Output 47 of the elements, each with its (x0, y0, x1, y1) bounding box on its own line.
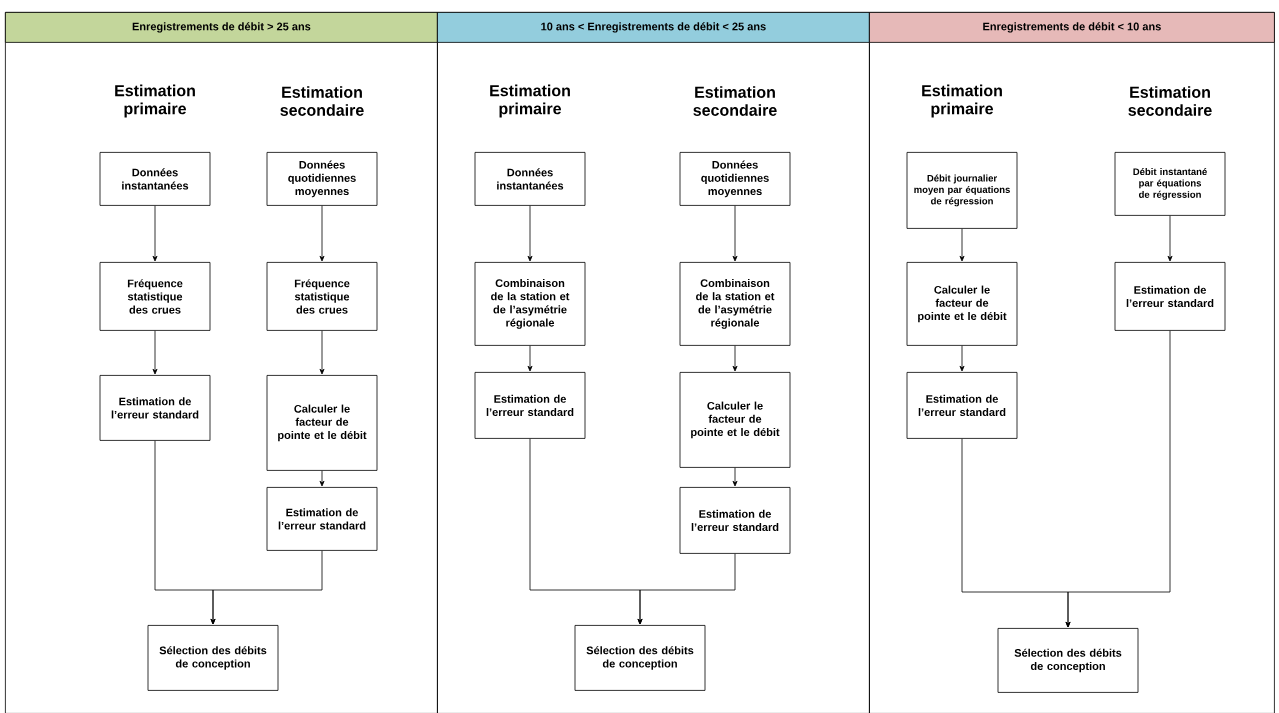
arrow (152, 205, 158, 262)
process-box: Calculer le facteur de pointe et le débit (906, 262, 1018, 346)
process-box: Sélection des débits de conception (574, 625, 706, 691)
process-box: Fréquence statistique des crues (99, 262, 211, 331)
process-box: Données quotidiennes moyennes (679, 152, 791, 206)
arrow (1065, 330, 1171, 628)
header-band: Enregistrements de débit > 25 ans (5, 12, 438, 43)
process-box: Estimation de l’erreur standard (906, 372, 1018, 439)
column-heading: Estimation primaire (490, 84, 570, 118)
arrow (152, 330, 158, 375)
arrow (319, 330, 325, 375)
process-box: Données quotidiennes moyennes (266, 152, 378, 206)
process-box: Combinaison de la station et de l’asymétrie régionale (679, 262, 791, 346)
process-box: Fréquence statistique des crues (266, 262, 378, 331)
arrow (732, 467, 738, 487)
arrow (959, 228, 965, 262)
arrow (1167, 215, 1173, 262)
process-box: Estimation de l’erreur standard (266, 487, 378, 551)
arrow (210, 550, 323, 625)
arrow (959, 345, 965, 372)
column-heading: Estimation primaire (922, 84, 1002, 118)
column-heading: Estimation secondaire (1128, 86, 1212, 116)
column-heading: Estimation primaire (115, 84, 195, 118)
process-box: Calculer le facteur de pointe et le débit (679, 372, 791, 468)
arrow (319, 470, 325, 487)
process-box: Sélection des débits de conception (147, 625, 279, 691)
process-box: Estimation de l’erreur standard (1114, 262, 1226, 331)
arrow (637, 553, 736, 625)
process-box: Estimation de l’erreur standard (99, 375, 211, 441)
process-box: Sélection des débits de conception (997, 628, 1139, 693)
process-box: Combinaison de la station et de l’asymétrie régionale (474, 262, 586, 346)
process-box: Calculer le facteur de pointe et le débit (266, 375, 378, 471)
process-box: Estimation de l’erreur standard (474, 372, 586, 439)
arrow (732, 345, 738, 372)
header-band: Enregistrements de débit < 10 ans (869, 12, 1275, 43)
header-band: 10 ans < Enregistrements de débit < 25 ans (437, 12, 870, 43)
arrow (732, 205, 738, 262)
process-box: Estimation de l’erreur standard (679, 487, 791, 554)
process-box: Débit instantané par équations de régression (1114, 152, 1226, 216)
process-box: Données instantanées (474, 152, 586, 206)
arrow (319, 205, 325, 262)
column-heading: Estimation secondaire (693, 86, 777, 116)
arrow (527, 205, 533, 262)
arrow (527, 345, 533, 372)
column-heading: Estimation secondaire (280, 86, 364, 116)
process-box: Données instantanées (99, 152, 211, 206)
process-box: Débit journalier moyen par équations de régression (906, 152, 1018, 229)
